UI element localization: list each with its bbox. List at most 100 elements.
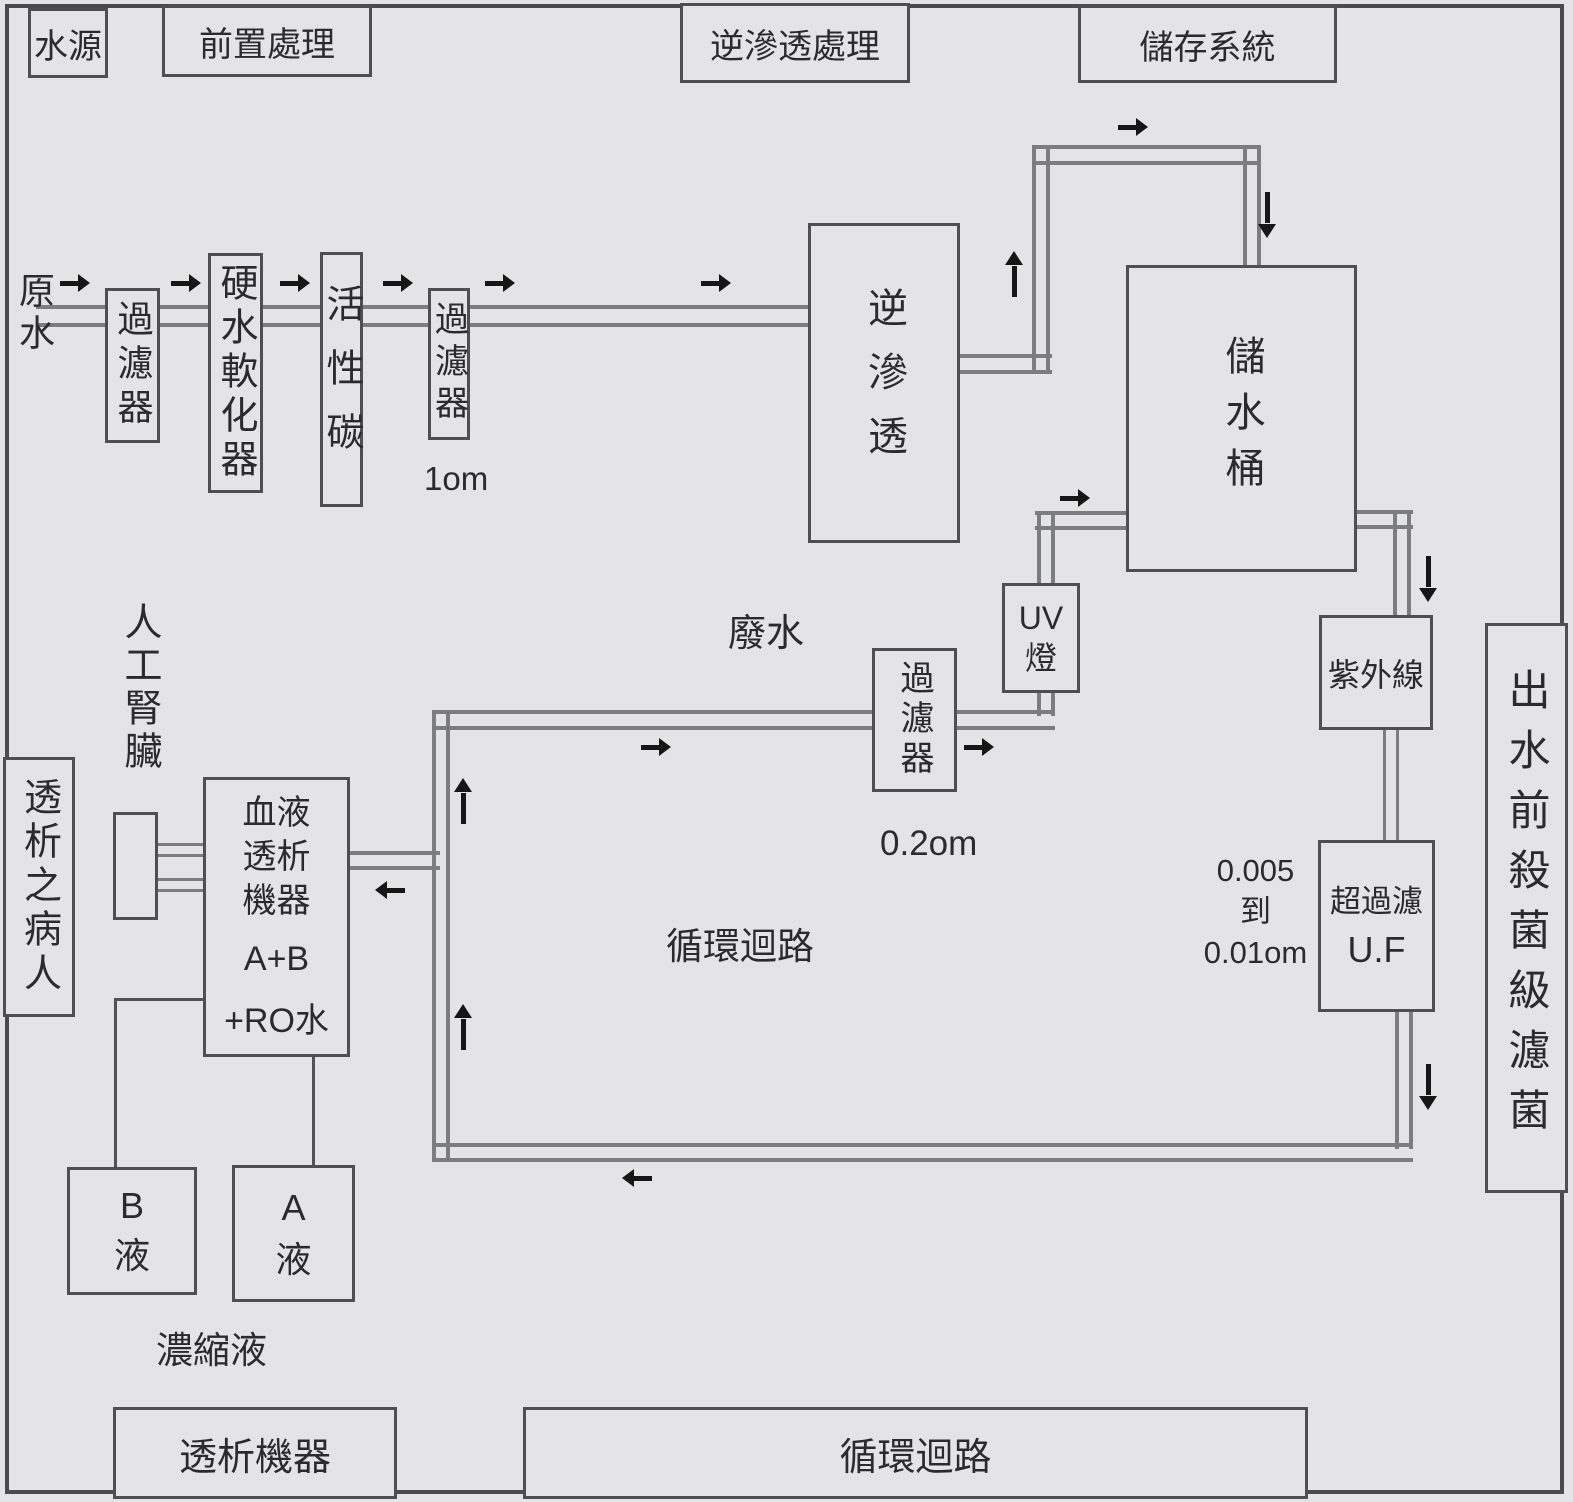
flow-arrow-right-icon [485, 274, 515, 292]
flow-arrow-right-icon [1060, 489, 1090, 507]
filter-2-box: 過濾器 [428, 288, 470, 440]
solution-b-label-line2: 液 [113, 1235, 150, 1276]
uf-pore-size-label: 0.005 到 0.01om [1188, 850, 1323, 973]
ultrafilter-label-line2: U.F [1347, 929, 1406, 970]
flow-arrow-up-icon [454, 1004, 472, 1050]
filter-1-box: 過濾器 [105, 288, 160, 443]
storage-tank-box: 儲水桶 [1126, 265, 1357, 572]
softener-box: 硬水軟化器 [208, 253, 263, 493]
ultraviolet-box: 紫外線 [1319, 615, 1433, 730]
hemodialysis-machine-label-line5: +RO水 [224, 1002, 329, 1040]
solution-b-box: B 液 [67, 1167, 197, 1295]
uv-lamp-box: UV 燈 [1002, 583, 1080, 693]
circulation-loop-footer: 循環迴路 [523, 1407, 1308, 1499]
pipe-dialyzer-upper [156, 843, 205, 857]
softener-label: 硬水軟化器 [214, 263, 256, 483]
uv-lamp-label-line1: UV [1018, 600, 1064, 636]
solution-a-label-line1: A [281, 1186, 306, 1228]
uv-lamp-label-line2: 燈 [1024, 640, 1057, 676]
pipe-loop-bottom [432, 1143, 1413, 1162]
flow-arrow-down-icon [1419, 1064, 1437, 1110]
storage-tank-label: 儲水桶 [1219, 334, 1264, 503]
solution-a-box: A 液 [232, 1165, 355, 1302]
pipe-loop-left [432, 714, 450, 1162]
uf-pore-size-line2: 到 [1240, 894, 1271, 929]
concentrate-label: 濃縮液 [156, 1330, 267, 1371]
activated-carbon-label: 活性碳 [320, 283, 362, 476]
loop-filter-label: 過濾器 [895, 660, 933, 780]
ro-treatment-header: 逆滲透處理 [680, 3, 910, 83]
raw-water-label: 原水 [14, 272, 55, 356]
hemodialysis-machine-label-line4: A+B [243, 940, 310, 978]
pipe-tank-outlet [1354, 510, 1413, 529]
flow-arrow-right-icon [1118, 118, 1148, 136]
dialysis-patient-box: 透析之病人 [3, 757, 75, 1017]
flow-arrow-right-icon [964, 738, 994, 756]
connector-line-solution-b-horizontal [114, 998, 204, 1001]
pipe-uf-down [1395, 1009, 1413, 1149]
ultraviolet-label: 紫外線 [1327, 656, 1424, 693]
solution-a-label-line2: 液 [275, 1238, 312, 1280]
flow-arrow-right-icon [641, 738, 671, 756]
pore-size-1om-label: 1om [424, 460, 489, 497]
pipe-machine-branch [348, 851, 440, 870]
pipe-tank-inlet-drop [1243, 149, 1261, 269]
flow-arrow-down-icon [1258, 192, 1276, 238]
flow-arrow-up-icon [1005, 251, 1023, 297]
connector-line-solution-b-vertical [114, 998, 117, 1169]
ultrafilter-box: 超過濾 U.F [1318, 840, 1435, 1012]
water-source-header: 水源 [28, 8, 108, 78]
flow-arrow-right-icon [701, 274, 731, 292]
flow-arrow-right-icon [280, 274, 310, 292]
flow-arrow-right-icon [60, 274, 90, 292]
activated-carbon-box: 活性碳 [320, 252, 363, 507]
water-source-label: 水源 [34, 27, 102, 66]
hemodialysis-machine-label-line2: 透析 [242, 838, 311, 876]
pipe-filter-to-uv [954, 710, 1055, 730]
pipe-to-ultraviolet [1393, 514, 1411, 618]
flow-arrow-up-icon [454, 778, 472, 824]
ultrafilter-label-line1: 超過濾 [1330, 884, 1423, 919]
circulation-loop-label: 循環迴路 [666, 926, 814, 967]
solution-b-label-line1: B [119, 1185, 144, 1226]
pipe-uv-top [1037, 515, 1055, 587]
outlet-sterilizing-filter-box: 出水前殺菌級濾菌 [1485, 623, 1568, 1193]
storage-system-header: 儲存系統 [1078, 5, 1337, 83]
uf-pore-size-line3: 0.01om [1203, 935, 1308, 970]
reverse-osmosis-box: 逆滲透 [808, 223, 960, 543]
filter-2-label: 過濾器 [429, 301, 468, 427]
filter-1-label: 過濾器 [112, 299, 154, 432]
flow-arrow-down-icon [1419, 556, 1437, 602]
dialysis-patient-label: 透析之病人 [17, 777, 60, 997]
hemodialysis-machine-label-line1: 血液 [242, 794, 311, 832]
uf-pore-size-line1: 0.005 [1216, 853, 1295, 888]
pipe-ultraviolet-to-uf [1383, 727, 1399, 843]
dialysis-machine-footer: 透析機器 [113, 1407, 397, 1499]
loop-filter-box: 過濾器 [872, 648, 957, 792]
pipe-top-run [1032, 145, 1261, 165]
flow-arrow-left-icon [622, 1169, 652, 1187]
pipe-loop-top [432, 710, 875, 730]
hemodialysis-machine-label-line3: 機器 [242, 882, 311, 920]
dialyzer-box [113, 812, 158, 920]
ro-treatment-label: 逆滲透處理 [710, 27, 880, 66]
storage-system-label: 儲存系統 [1139, 28, 1276, 67]
flow-arrow-right-icon [383, 274, 413, 292]
outlet-sterilizing-filter-label: 出水前殺菌級濾菌 [1503, 668, 1550, 1148]
pipe-uv-bottom [1037, 690, 1055, 716]
pore-size-02om-label: 0.2om [880, 824, 978, 863]
waste-water-label: 廢水 [728, 613, 805, 655]
pretreatment-label: 前置處理 [199, 25, 335, 64]
flow-arrow-right-icon [171, 274, 201, 292]
pretreatment-header: 前置處理 [162, 5, 372, 77]
pipe-tank-inlet-left [1035, 511, 1129, 530]
circulation-loop-footer-label: 循環迴路 [839, 1436, 992, 1479]
connector-line-solution-a-vertical [312, 1055, 315, 1167]
pipe-raw-water-main [36, 305, 808, 327]
dialysis-machine-footer-label: 透析機器 [178, 1436, 331, 1479]
pipe-ro-riser [1032, 148, 1050, 372]
hemodialysis-machine-box: 血液 透析 機器 A+B +RO水 [203, 777, 350, 1057]
flow-arrow-left-icon [375, 881, 405, 899]
pipe-ro-outlet [956, 354, 1052, 374]
